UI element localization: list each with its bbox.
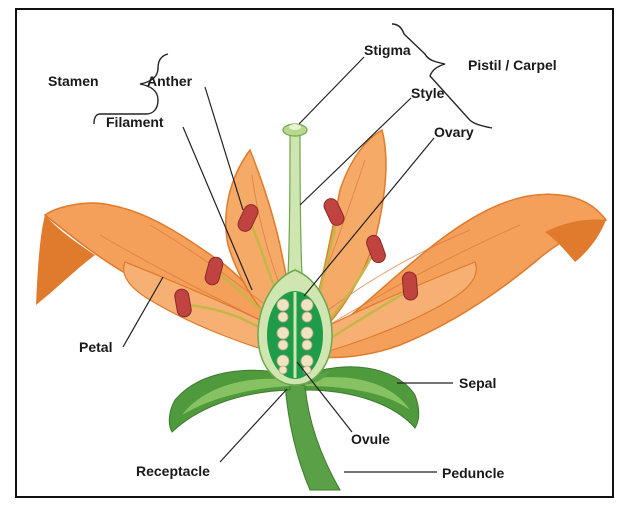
peduncle-stem: [285, 385, 340, 490]
label-receptacle: Receptacle: [136, 463, 210, 479]
stigma-line: [299, 57, 364, 124]
label-stamen: Stamen: [48, 73, 99, 89]
anther-6: [402, 271, 418, 300]
stigma-top: [289, 124, 301, 130]
label-anther: Anther: [147, 73, 193, 89]
label-filament: Filament: [106, 114, 164, 130]
label-stigma: Stigma: [364, 42, 411, 58]
label-petal: Petal: [79, 339, 112, 355]
style: [288, 135, 302, 275]
label-pistil: Pistil / Carpel: [468, 57, 557, 73]
label-peduncle: Peduncle: [442, 465, 504, 481]
label-style: Style: [411, 85, 445, 101]
label-sepal: Sepal: [459, 375, 496, 391]
label-ovule: Ovule: [351, 431, 390, 447]
label-ovary: Ovary: [434, 124, 474, 140]
pistil-bracket: [392, 24, 492, 128]
